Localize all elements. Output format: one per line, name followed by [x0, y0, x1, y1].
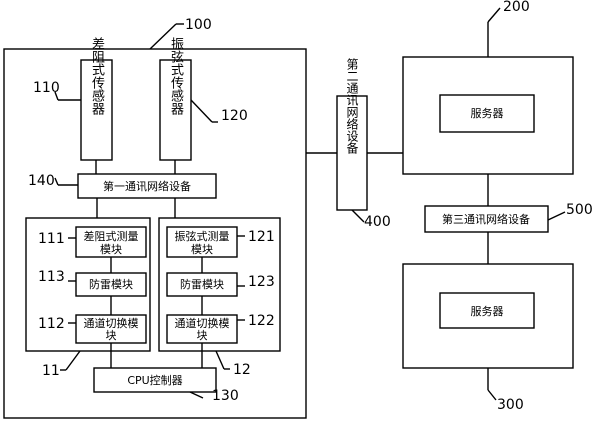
label-113: 113 [38, 269, 65, 285]
leader-500 [547, 211, 566, 221]
mod-123-label: 防雷模块 [180, 277, 224, 291]
mod-121-line1: 振弦式测量 [175, 229, 230, 243]
label-300: 300 [497, 397, 524, 413]
leader-11 [65, 350, 81, 371]
label-400: 400 [364, 214, 391, 230]
label-122: 122 [248, 313, 275, 329]
leader-200-b [487, 7, 501, 23]
label-112: 112 [38, 316, 65, 332]
server-top-inner [439, 94, 535, 133]
label-130: 130 [212, 388, 239, 404]
mod-111-box [75, 226, 147, 258]
leader-300-b [487, 389, 497, 401]
mod-113-label: 防雷模块 [89, 277, 133, 291]
mod-121-box [166, 226, 238, 258]
leader-12 [215, 350, 225, 370]
group-right-box [158, 217, 281, 352]
network1-box [77, 173, 217, 199]
label-121: 121 [248, 229, 275, 245]
leader-100 [149, 23, 177, 50]
label-110: 110 [33, 80, 60, 96]
network2-box [336, 95, 368, 211]
leader-120 [190, 99, 213, 123]
network1-label: 第一通讯网络设备 [103, 179, 191, 193]
label-500: 500 [566, 202, 593, 218]
mod-121-line2: 模块 [191, 243, 213, 256]
leader-110-b [54, 91, 59, 101]
label-120: 120 [221, 108, 248, 124]
leader-130 [189, 391, 204, 399]
group-left-box [25, 217, 151, 352]
label-11: 11 [42, 363, 60, 379]
label-200: 200 [503, 0, 530, 15]
mod-122-line2: 块 [197, 329, 208, 342]
sensor-diff-label: 差阻式传感器 [89, 37, 105, 116]
server-top-label: 服务器 [471, 107, 504, 120]
mod-112-line1: 通道切换模 [84, 316, 139, 330]
cpu-box [93, 367, 217, 393]
cpu-label: CPU控制器 [127, 373, 182, 387]
system-box [3, 48, 307, 419]
sensor-vib-label: 振弦式传感器 [168, 37, 184, 116]
label-140: 140 [28, 173, 55, 189]
label-12: 12 [233, 362, 251, 378]
mod-111-line2: 模块 [100, 243, 122, 256]
network2-label: 第二通讯网络设备 [345, 58, 359, 155]
label-100: 100 [185, 17, 212, 33]
leader-140-b [54, 177, 59, 186]
leader-400 [351, 209, 365, 223]
label-111: 111 [38, 231, 65, 247]
sensor-diff-box [80, 59, 113, 161]
network3-label: 第三通讯网络设备 [442, 212, 530, 226]
server-bottom-inner [439, 292, 535, 329]
mod-111-line1: 差阻式测量 [84, 229, 139, 243]
label-123: 123 [248, 274, 275, 290]
mod-122-line1: 通道切换模 [175, 316, 230, 330]
network3-box [424, 205, 549, 233]
mod-112-box [75, 314, 147, 344]
mod-112-line2: 块 [106, 329, 117, 342]
server-bottom-label: 服务器 [471, 305, 504, 318]
